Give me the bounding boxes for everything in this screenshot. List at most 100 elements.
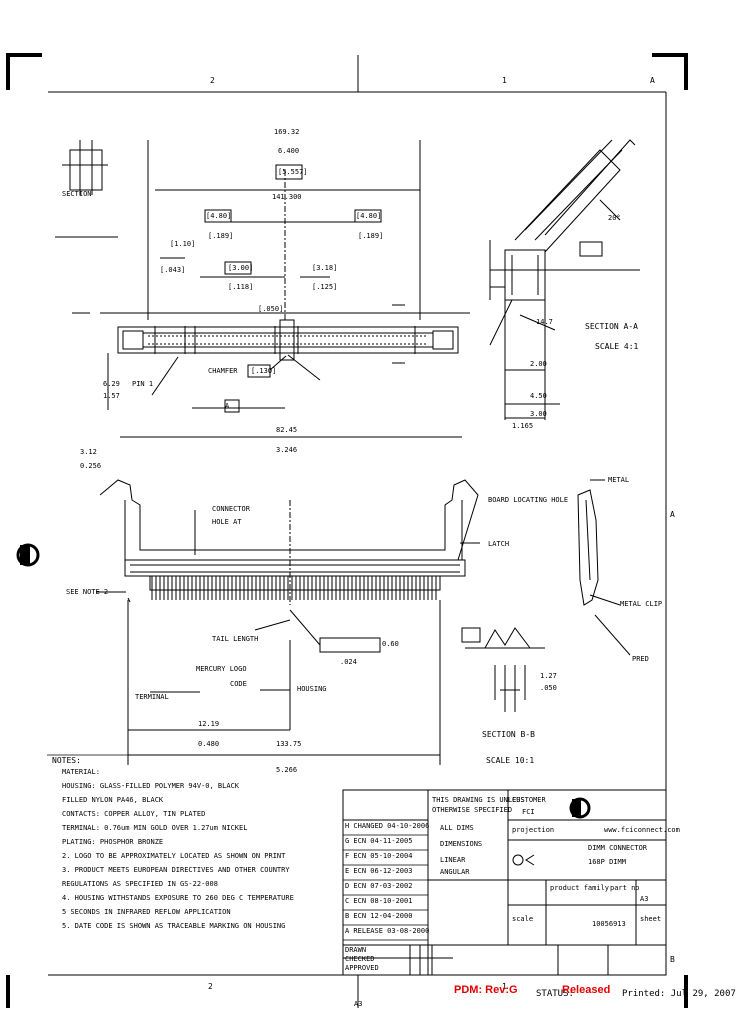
note-line: FILLED NYLON PA46, BLACK — [62, 796, 164, 804]
note-line: CONTACTS: COPPER ALLOY, TIN PLATED — [62, 810, 206, 818]
tolerance-3: ALL DIMS — [440, 824, 474, 832]
zone-bottom-2: 2 — [208, 982, 213, 991]
note-line: 4. HOUSING WITHSTANDS EXPOSURE TO 260 DE… — [62, 894, 294, 902]
tolerance-2: OTHERWISE SPECIFIED — [432, 806, 513, 814]
dim-side-b: 1.57 — [103, 392, 120, 400]
corner-marks — [6, 53, 688, 1008]
label-connector: CONNECTOR — [212, 505, 250, 513]
revision-row: E ECN 06-12-2003 — [345, 867, 413, 875]
revision-row: F ECN 05-10-2004 — [345, 852, 413, 860]
section-aa-scale: SCALE 4:1 — [595, 342, 639, 351]
dim-left-inch: [.189] — [208, 232, 234, 240]
note-line: PLATING: PHOSPHOR BRONZE — [62, 838, 164, 846]
dim-front-half: 12.19 — [198, 720, 220, 728]
projection-label: projection — [512, 826, 555, 834]
label-metal-clip: METAL CLIP — [620, 600, 663, 608]
dim-aa-2: 4.50 — [530, 392, 547, 400]
zone-top-2: 2 — [210, 76, 215, 85]
dim-bb-a: 1.27 — [540, 672, 557, 680]
revision-row: C ECN 08-10-2001 — [345, 897, 413, 905]
product-desc: 168P DIMM — [588, 858, 626, 866]
zone-bottom-1: 1 — [502, 982, 507, 991]
revision-row: H CHANGED 04-10-2006 — [345, 822, 430, 830]
dim-aa-5: 14.7 — [536, 318, 553, 326]
status-value: Released — [562, 984, 611, 996]
dim-front-a: 3.12 — [80, 448, 97, 456]
top-view — [72, 140, 470, 438]
dim-mid-box: [3.00] — [228, 264, 254, 272]
note-line: MATERIAL: — [62, 768, 100, 776]
dim-key-inch: [.125] — [312, 283, 338, 291]
revision-table-lines — [343, 819, 428, 941]
revision-row: A RELEASE 03-08-2000 — [345, 927, 430, 935]
dim-bb-b: .050 — [540, 684, 557, 692]
dim-right-box: [4.80] — [356, 212, 382, 220]
revision-row: D ECN 07-03-2002 — [345, 882, 413, 890]
printed-date: Printed: Jul 29, 2007 — [622, 989, 736, 999]
drawing-sheet — [6, 53, 688, 1008]
customer-name: FCI — [522, 808, 535, 816]
label-metal: METAL — [608, 476, 630, 484]
revision-row: B ECN 12-04-2000 — [345, 912, 413, 920]
check-row: DRAWN — [345, 946, 367, 954]
label-see-note: SEE NOTE 2 — [66, 588, 109, 596]
section-bb-view — [461, 627, 545, 712]
label-pred: PRED — [632, 655, 649, 663]
footer-format: A3 — [354, 1000, 363, 1008]
dim-tail-a: 0.60 — [382, 640, 399, 648]
dim-small-a: [1.10] — [170, 240, 196, 248]
dim-right-inch: [.189] — [358, 232, 384, 240]
dim-aa-4: 1.165 — [512, 422, 534, 430]
label-hole-at: HOLE AT — [212, 518, 242, 526]
zone-top-1: 1 — [502, 76, 507, 85]
zone-top-a: A — [650, 76, 655, 85]
label-terminal: TERMINAL — [135, 693, 169, 701]
dim-aa-angle: 20° — [608, 214, 621, 222]
tolerance-4: DIMENSIONS — [440, 840, 483, 848]
customer-label: CUSTOMER — [512, 796, 546, 804]
sheet-label: sheet — [640, 915, 662, 923]
pdm-revision: PDM: Rev:G — [454, 984, 518, 996]
notes-list: MATERIAL: HOUSING: GLASS-FILLED POLYMER 9… — [62, 768, 342, 936]
note-line: 3. PRODUCT MEETS EUROPEAN DIRECTIVES AND… — [62, 866, 290, 874]
dim-front-b: 0.256 — [80, 462, 102, 470]
chamfer-label: CHAMFER — [208, 367, 238, 375]
dim-chamfer-box: [.130] — [251, 367, 277, 375]
dim-mid-inch: [.118] — [228, 283, 254, 291]
dim-front-span: 133.75 — [276, 740, 302, 748]
dim-side-a: 6.29 — [103, 380, 120, 388]
fci-logo — [16, 543, 40, 567]
section-aa-title: SECTION A-A — [585, 322, 638, 331]
tail-ticks — [151, 576, 437, 600]
scale-label: scale — [512, 915, 534, 923]
dim-key-mark: A — [225, 402, 230, 410]
dim-tail-b: .024 — [340, 658, 357, 666]
latch-detail — [577, 479, 631, 656]
dim-key-small: [.050] — [258, 305, 284, 313]
dim-aa-1: 2.00 — [530, 360, 547, 368]
product-line: DIMM CONNECTOR — [588, 844, 648, 852]
zone-right-mid: A — [670, 510, 675, 519]
label-mercury: MERCURY LOGO — [196, 665, 247, 673]
label-housing: HOUSING — [297, 685, 327, 693]
note-line: 5 SECONDS IN INFRARED REFLOW APPLICATION — [62, 908, 231, 916]
notes-title: NOTES: — [52, 756, 81, 765]
size-label: A3 — [640, 895, 649, 903]
tolerance-1: THIS DRAWING IS UNLESS — [432, 796, 525, 804]
note-line: HOUSING: GLASS-FILLED POLYMER 94V-0, BLA… — [62, 782, 240, 790]
dim-left-box: [4.80] — [206, 212, 232, 220]
section-detail-small — [55, 140, 118, 238]
dim-key-box: [3.18] — [312, 264, 338, 272]
tolerance-5: LINEAR — [440, 856, 466, 864]
check-row: APPROVED — [345, 964, 379, 972]
dim-box: [5.557] — [278, 168, 308, 176]
section-aa-view — [489, 139, 640, 420]
fci-logo-title-block — [569, 797, 591, 819]
note-line: 2. LOGO TO BE APPROXIMATELY LOCATED AS S… — [62, 852, 286, 860]
section-bb-scale: SCALE 10:1 — [486, 756, 535, 765]
label-latch: LATCH — [488, 540, 510, 548]
dim-span: 141.300 — [272, 193, 302, 201]
label-code: CODE — [230, 680, 247, 688]
dim-aa-3: 3.00 — [530, 410, 547, 418]
